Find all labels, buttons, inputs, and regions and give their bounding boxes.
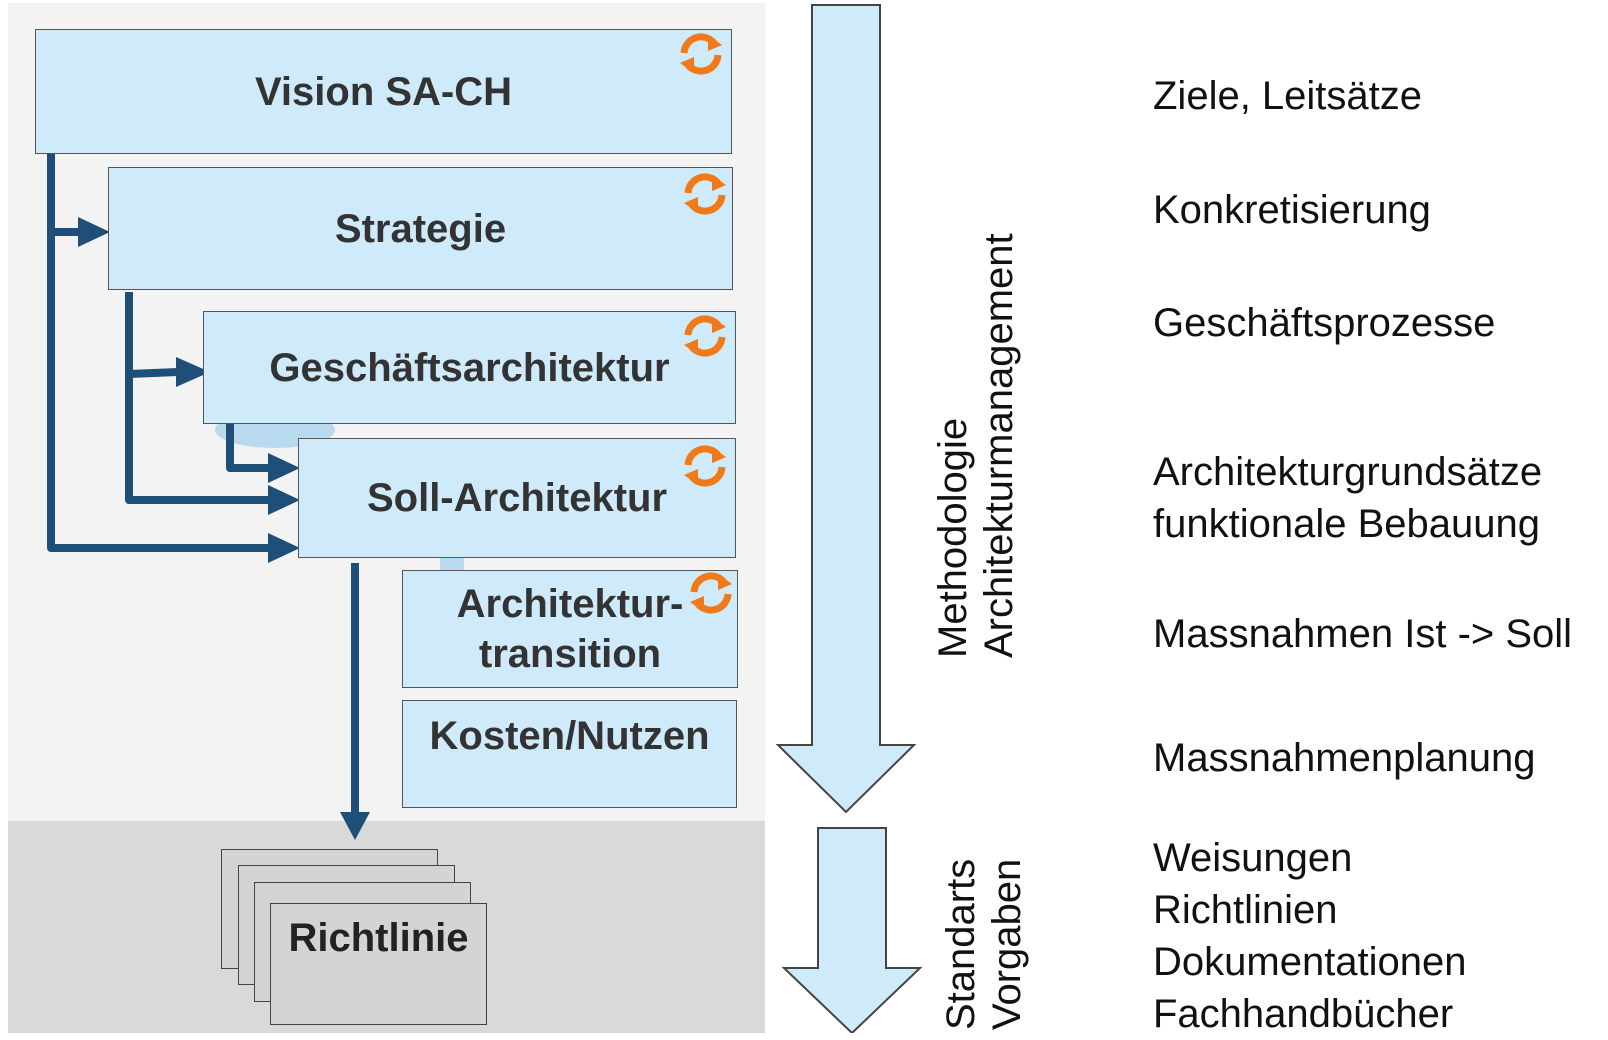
- down-arrow-methodology: [775, 4, 917, 814]
- transition-label-line2: transition: [478, 632, 662, 676]
- description-line: Dokumentationen: [1153, 940, 1467, 984]
- flow-arrow-strategie-soll: [125, 292, 270, 504]
- description-geschaeftsprozesse: Geschäftsprozesse: [1153, 301, 1496, 345]
- cycle-icon: [680, 33, 722, 75]
- kosten-nutzen-label: Kosten/Nutzen: [429, 714, 710, 758]
- geschaeftsarchitektur-box: Geschäftsarchitektur: [203, 311, 736, 424]
- standards-label: Standarts Vorgaben: [938, 859, 1030, 1030]
- standards-line1: Standarts: [939, 858, 983, 1030]
- standards-line2: Vorgaben: [985, 858, 1029, 1030]
- description-architekturgrundsaetze: Architekturgrundsätze funktionale Bebauu…: [1153, 446, 1542, 550]
- flow-arrow-geschaeft-soll: [226, 424, 270, 472]
- transition-label-line1: Architektur-: [456, 582, 684, 626]
- soll-architektur-box: Soll-Architektur: [298, 438, 736, 558]
- richtlinie-label: Richtlinie: [288, 916, 469, 960]
- methodology-line1: Methodologie: [931, 417, 975, 658]
- cycle-icon: [690, 572, 732, 614]
- methodology-line2: Architekturmanagement: [977, 233, 1021, 658]
- description-line: Weisungen: [1153, 836, 1353, 880]
- description-line: funktionale Bebauung: [1153, 502, 1540, 546]
- description-massnahmenplanung: Massnahmenplanung: [1153, 736, 1536, 780]
- kosten-nutzen-box: Kosten/Nutzen: [402, 700, 737, 808]
- cycle-icon: [684, 315, 726, 357]
- geschaeftsarchitektur-label: Geschäftsarchitektur: [269, 345, 670, 390]
- cycle-icon: [684, 445, 726, 487]
- description-line: Richtlinien: [1153, 888, 1338, 932]
- strategie-box: Strategie: [108, 167, 733, 290]
- richtlinie-document: Richtlinie: [270, 903, 487, 1025]
- flow-arrow-strategie-geschaeft: [128, 368, 179, 378]
- down-arrow-standards: [781, 827, 923, 1033]
- description-line: Fachhandbücher: [1153, 992, 1454, 1036]
- architektur-transition-box: Architektur- transition: [402, 570, 738, 688]
- flow-arrow-vision-soll: [47, 153, 270, 552]
- description-konkretisierung: Konkretisierung: [1153, 188, 1431, 232]
- vision-box: Vision SA-CH: [35, 29, 732, 154]
- description-massnahmen: Massnahmen Ist -> Soll: [1153, 612, 1573, 656]
- soll-architektur-label: Soll-Architektur: [366, 476, 668, 520]
- description-ziele: Ziele, Leitsätze: [1153, 74, 1423, 118]
- description-standards-list: Weisungen Richtlinien Dokumentationen Fa…: [1153, 832, 1467, 1040]
- methodology-label: Methodologie Architekturmanagement: [930, 233, 1022, 658]
- vision-label: Vision SA-CH: [254, 69, 513, 114]
- cycle-icon: [684, 173, 726, 215]
- description-line: Architekturgrundsätze: [1153, 450, 1543, 494]
- strategie-label: Strategie: [334, 206, 507, 251]
